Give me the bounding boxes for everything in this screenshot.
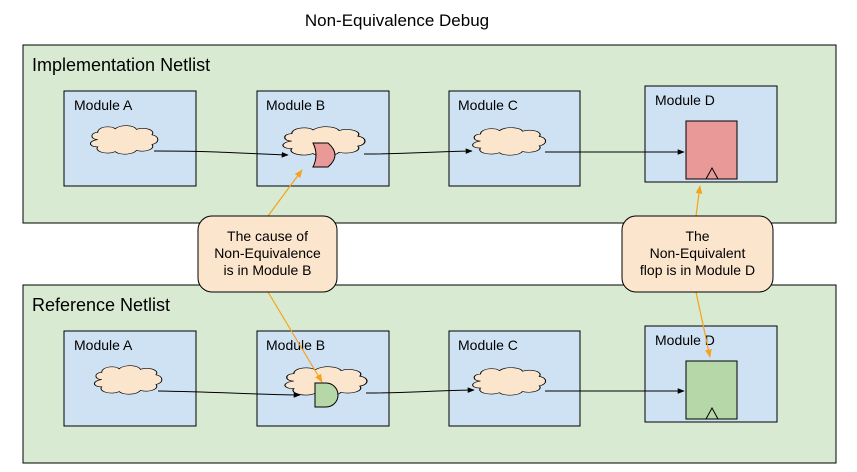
- ref-module-c-label: Module C: [458, 337, 518, 353]
- impl-module-d-label: Module D: [655, 92, 715, 108]
- cause-callout-line-3: is in Module B: [224, 262, 312, 278]
- ref-module-a-label: Module A: [74, 337, 133, 353]
- ref-module-d-label: Module D: [655, 332, 715, 348]
- impl-module-a-label: Module A: [74, 97, 133, 113]
- impl-or-gate-icon: [312, 142, 336, 168]
- flop-callout: The Non-Equivalent flop is in Module D: [621, 215, 774, 293]
- ref-wire-b-c: [365, 387, 475, 394]
- ref-flop-icon: [685, 360, 738, 420]
- flop-arrow-to-impl-flop: [695, 185, 703, 217]
- impl-flop-icon: [685, 120, 738, 180]
- ref-and-gate-icon: [314, 382, 339, 408]
- impl-wire-a-b: [153, 150, 289, 158]
- flop-callout-line-2: Non-Equivalent: [650, 245, 746, 261]
- flop-callout-line-1: The: [685, 228, 709, 244]
- ref-module-b-label: Module B: [266, 337, 325, 353]
- cause-callout-line-1: The cause of: [227, 228, 308, 244]
- impl-module-c-label: Module C: [458, 97, 518, 113]
- flop-arrow-to-ref-flop: [695, 291, 712, 358]
- diagram-title: Non-Equivalence Debug: [305, 11, 489, 30]
- ref-wire-a-b: [157, 390, 301, 398]
- ref-flop-body: [685, 360, 738, 420]
- impl-logic-cloud-a: [89, 125, 159, 155]
- implementation-netlist: Implementation Netlist Module A Module B…: [22, 44, 837, 224]
- implementation-netlist-title: Implementation Netlist: [32, 55, 210, 75]
- impl-flop-body: [685, 120, 738, 180]
- ref-logic-cloud-c: [472, 367, 547, 396]
- cause-callout: The cause of Non-Equivalence is in Modul…: [197, 215, 338, 293]
- cause-arrow-to-impl-gate: [267, 169, 303, 217]
- cause-arrow-to-ref-gate: [267, 291, 323, 383]
- cause-callout-line-2: Non-Equivalence: [214, 245, 321, 261]
- reference-netlist: Reference Netlist Module A Module B Modu…: [22, 284, 837, 464]
- flop-callout-line-3: flop is in Module D: [640, 262, 755, 278]
- impl-wire-b-c: [363, 148, 473, 155]
- reference-netlist-title: Reference Netlist: [32, 295, 170, 315]
- impl-module-b-label: Module B: [266, 97, 325, 113]
- ref-logic-cloud-a: [93, 365, 163, 395]
- impl-logic-cloud-c: [472, 127, 547, 156]
